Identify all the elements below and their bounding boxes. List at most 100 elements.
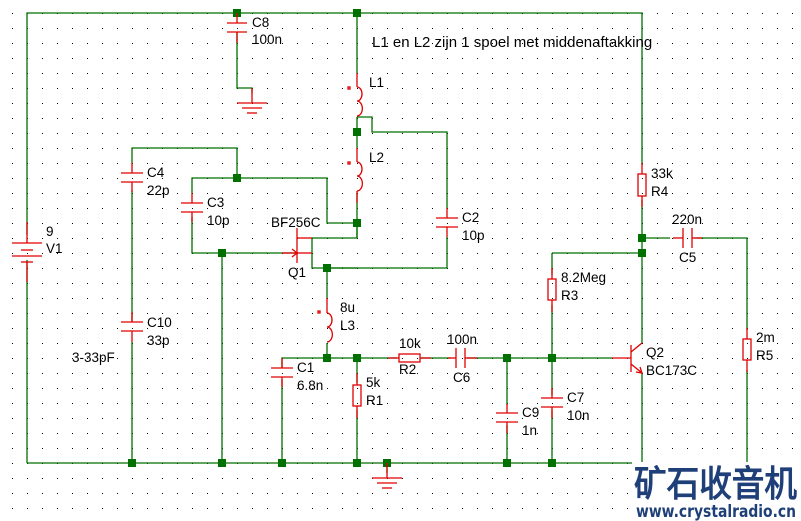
grid-dot [237,283,238,284]
grid-dot [522,493,523,494]
grid-dot [117,358,118,359]
grid-dot [522,418,523,419]
grid-dot [192,508,193,509]
grid-dot [252,493,253,494]
capacitor-c1-symbol[interactable] [271,358,293,387]
grid-dot [12,253,13,254]
grid-dot [162,508,163,509]
grid-dot [237,418,238,419]
grid-dot [522,133,523,134]
grid-dot [507,223,508,224]
grid-dot [147,103,148,104]
grid-dot [492,223,493,224]
grid-dot [372,58,373,59]
grid-dot [522,298,523,299]
grid-dot [477,73,478,74]
grid-dot [492,193,493,194]
capacitor-c6-symbol[interactable] [448,348,477,368]
capacitor-c4-symbol[interactable] [121,163,143,192]
grid-dot [222,58,223,59]
v1-value-label: 9 [46,224,54,239]
grid-dot [267,433,268,434]
grid-dot [207,208,208,209]
grid-dot [102,43,103,44]
grid-dot [687,193,688,194]
grid-dot [12,133,13,134]
grid-dot [162,493,163,494]
grid-dot [672,208,673,209]
inductor-l3-symbol[interactable] [317,298,333,343]
grid-dot [147,313,148,314]
grid-dot [57,133,58,134]
jfet-q1-symbol[interactable] [282,228,312,263]
grid-dot [432,223,433,224]
grid-dot [42,328,43,329]
grid-dot [342,298,343,299]
grid-dot [627,268,628,269]
capacitor-c2-symbol[interactable] [436,208,458,237]
grid-dot [687,223,688,224]
grid-dot [792,343,793,344]
grid-dot [207,28,208,29]
grid-dot [537,163,538,164]
grid-dot [552,43,553,44]
capacitor-c10-symbol[interactable] [121,312,143,342]
grid-dot [762,163,763,164]
grid-dot [462,268,463,269]
grid-dot [717,298,718,299]
npn-q2-symbol[interactable] [612,342,643,374]
capacitor-c5-symbol[interactable] [673,228,702,248]
grid-dot [387,508,388,509]
grid-dot [252,388,253,389]
grid-dot [357,253,358,254]
grid-dot [762,88,763,89]
grid-dot [522,193,523,194]
grid-dot [477,478,478,479]
inductor-l2-symbol[interactable] [347,148,363,203]
resistor-r5-symbol[interactable] [742,328,752,372]
battery-v1-symbol[interactable] [12,222,42,282]
grid-dot [162,178,163,179]
grid-dot [432,418,433,419]
grid-dot [87,88,88,89]
grid-dot [447,478,448,479]
capacitor-c3-symbol[interactable] [181,193,203,222]
resistor-r2-symbol[interactable] [388,353,431,363]
grid-dot [507,283,508,284]
grid-dot [57,208,58,209]
grid-dot [612,328,613,329]
resistor-r3-symbol[interactable] [547,268,557,312]
grid-dot [102,358,103,359]
capacitor-c9-symbol[interactable] [496,404,518,433]
grid-dot [372,343,373,344]
grid-dot [582,478,583,479]
c3-value-label: 10p [207,213,230,228]
capacitor-c7-symbol[interactable] [541,388,563,418]
resistor-r1-symbol[interactable] [352,373,362,418]
inductor-l1-symbol[interactable] [347,73,363,117]
grid-dot [282,148,283,149]
grid-dot [672,193,673,194]
grid-dot [597,343,598,344]
grid-dot [207,163,208,164]
grid-dot [582,43,583,44]
grid-dot [732,43,733,44]
grid-dot [687,358,688,359]
resistor-r4-symbol[interactable] [637,163,647,207]
grid-dot [567,88,568,89]
grid-dot [57,88,58,89]
capacitor-c8-symbol[interactable] [227,13,247,43]
grid-dot [252,43,253,44]
grid-dot [432,43,433,44]
grid-dot [492,103,493,104]
grid-dot [87,418,88,419]
grid-dot [612,343,613,344]
grid-dot [627,163,628,164]
grid-dot [162,28,163,29]
grid-dot [627,43,628,44]
grid-dot [102,298,103,299]
grid-dot [672,103,673,104]
grid-dot [567,328,568,329]
r5-ref-label: R5 [756,348,773,363]
grid-dot [657,178,658,179]
